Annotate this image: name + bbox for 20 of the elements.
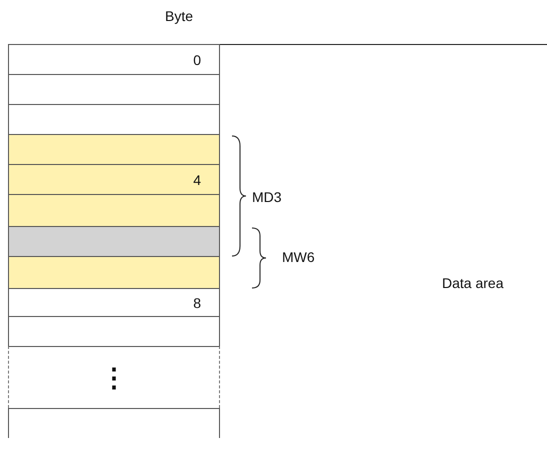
byte-number: 4 [193,172,201,188]
memory-cell [8,408,220,438]
memory-cell [8,74,220,104]
memory-cell [8,134,220,164]
column-header: Byte [165,8,194,24]
area-label: MW6 [282,249,315,265]
memory-cell [8,194,220,226]
memory-cell [8,316,220,346]
memory-cell [8,256,220,288]
byte-number: 8 [193,294,201,310]
memory-cell [8,44,220,74]
memory-cell [8,164,220,194]
memory-cell [8,346,220,408]
area-label: MD3 [252,189,282,205]
memory-cell [8,104,220,134]
byte-number: 0 [193,52,201,68]
memory-cell [8,226,220,256]
area-label: Data area [442,275,504,291]
ellipsis-mark: ⋮ [101,362,127,393]
memory-cell [8,288,220,316]
